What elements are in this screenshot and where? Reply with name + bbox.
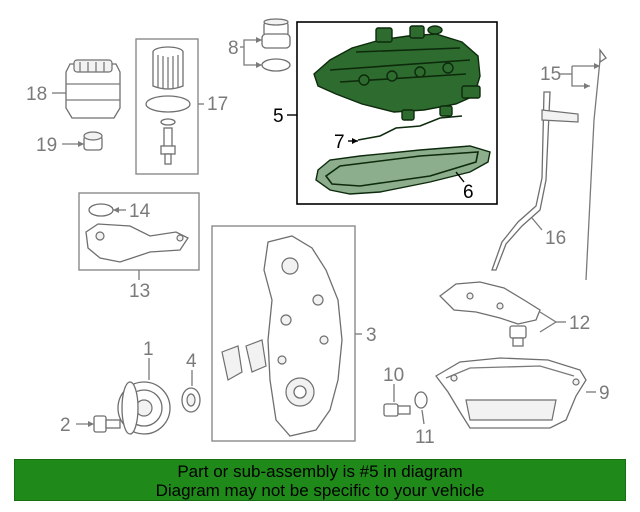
callout-16: 16	[545, 228, 566, 249]
callout-2: 2	[60, 415, 71, 436]
callout-15: 15	[540, 64, 561, 85]
box-oil-filter-kit	[135, 38, 199, 175]
drain-plug-gasket	[414, 391, 428, 409]
timing-chain-cover	[221, 235, 343, 437]
valve-cover-assembly	[313, 25, 481, 113]
callout-1: 1	[143, 339, 154, 360]
callout-14: 14	[129, 201, 151, 222]
filler-cap-gasket	[261, 58, 291, 72]
oil-filler-cap	[261, 18, 291, 49]
pulley-bolt	[93, 415, 121, 433]
front-crank-seal	[181, 387, 201, 413]
gasket-14	[88, 203, 114, 217]
callout-13: 13	[129, 281, 150, 302]
oil-drain-plug	[383, 403, 411, 417]
valve-cover-gasket	[315, 145, 491, 195]
callout-19: 19	[36, 135, 57, 156]
callout-9: 9	[599, 383, 610, 404]
harness-7	[357, 115, 463, 141]
callout-4: 4	[186, 351, 197, 372]
drain-plug	[83, 131, 103, 151]
box-valve-cover-assembly	[296, 21, 498, 205]
callout-18: 18	[26, 84, 47, 105]
callout-11: 11	[415, 427, 435, 448]
oil-pan	[435, 357, 587, 429]
oil-filter-element	[152, 46, 184, 90]
banner-line-1: Part or sub-assembly is #5 in diagram	[177, 462, 463, 481]
o-ring-large	[145, 95, 191, 113]
drain-fitting	[160, 127, 176, 165]
banner-line-2: Diagram may not be specific to your vehi…	[155, 481, 485, 500]
callout-17: 17	[207, 94, 228, 115]
dipstick-tube	[491, 91, 579, 271]
callout-10: 10	[383, 365, 404, 386]
mount-bracket	[85, 223, 189, 263]
callout-7: 7	[334, 132, 345, 153]
callout-3: 3	[366, 325, 377, 346]
callout-6: 6	[463, 182, 474, 203]
o-ring-small	[160, 118, 176, 126]
callout-5: 5	[273, 106, 284, 127]
crankshaft-pulley	[117, 381, 171, 435]
info-banner: Part or sub-assembly is #5 in diagram Di…	[14, 459, 626, 501]
oil-filter-housing	[65, 59, 121, 119]
oil-pressure-plug	[509, 325, 527, 347]
callout-8: 8	[228, 38, 239, 59]
callout-12: 12	[569, 313, 590, 334]
oil-baffle-plate	[439, 281, 541, 325]
